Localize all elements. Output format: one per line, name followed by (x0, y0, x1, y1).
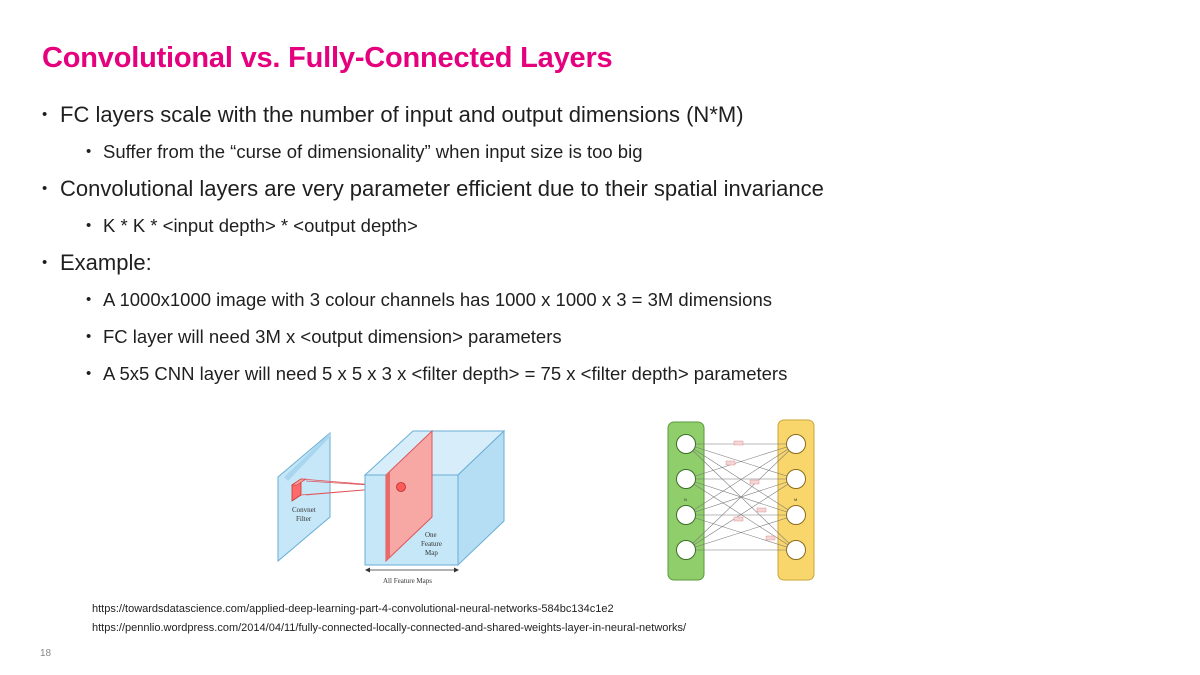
filter-label-2: Filter (296, 515, 312, 523)
slide-title: Convolutional vs. Fully-Connected Layers (42, 42, 613, 74)
bullet-dot: • (86, 143, 92, 160)
bullet-dot: • (86, 217, 92, 234)
bullet-text: A 5x5 CNN layer will need 5 x 5 x 3 x <f… (103, 363, 788, 384)
bullet-example: • Example: (42, 244, 1162, 281)
input-layer-label: N (684, 497, 687, 502)
references: https://towardsdatascience.com/applied-d… (92, 600, 686, 638)
filter-cube-top (291, 478, 307, 486)
weight-tag (733, 440, 744, 446)
input-neuron (676, 505, 696, 525)
bullet-dot: • (42, 180, 48, 197)
page-number: 18 (40, 648, 52, 659)
bullet-dot: • (86, 291, 92, 308)
connection (685, 514, 797, 551)
map-label-3: Map (425, 549, 438, 557)
reference-link[interactable]: https://pennlio.wordpress.com/2014/04/11… (92, 622, 687, 634)
connection (685, 478, 797, 551)
sub-bullet-formula: • K * K * <input depth> * <output depth> (42, 207, 1162, 244)
weight-tag (733, 516, 744, 522)
sub-bullet-curse: • Suffer from the “curse of dimensionali… (42, 133, 1162, 170)
sub-bullet-fc-params: • FC layer will need 3M x <output dimens… (42, 318, 1162, 355)
conv-diagram: Convnet Filter One Feature Map All Featu… (277, 429, 506, 585)
bullet-text: A 1000x1000 image with 3 colour channels… (103, 289, 772, 310)
bullet-dot: • (86, 328, 92, 345)
filter-label-1: Convnet (292, 506, 316, 514)
bullet-dot: • (86, 365, 92, 382)
bullet-text: Example: (60, 250, 152, 275)
input-neuron (676, 434, 696, 454)
reference-link[interactable]: https://towardsdatascience.com/applied-d… (92, 603, 614, 615)
bullet-text: Convolutional layers are very parameter … (60, 176, 824, 201)
bullet-text: FC layer will need 3M x <output dimensio… (103, 326, 562, 347)
bullet-list: • FC layers scale with the number of inp… (42, 96, 1162, 392)
output-neuron (786, 540, 806, 560)
sub-bullet-cnn-params: • A 5x5 CNN layer will need 5 x 5 x 3 x … (42, 355, 1162, 392)
bullet-text: Suffer from the “curse of dimensionality… (103, 141, 643, 162)
map-label-2: Feature (421, 540, 442, 548)
bullet-text: K * K * <input depth> * <output depth> (103, 215, 418, 236)
input-neurons (676, 434, 696, 560)
connection (685, 443, 797, 480)
span-arrow-right-head (454, 567, 459, 573)
output-neuron (786, 469, 806, 489)
connection (685, 443, 797, 516)
output-neuron (786, 505, 806, 525)
bullet-fc: • FC layers scale with the number of inp… (42, 96, 1162, 133)
span-label: All Feature Maps (383, 577, 432, 585)
output-layer-label: M (794, 497, 797, 502)
connection (685, 443, 797, 551)
output-neuron (786, 434, 806, 454)
sub-bullet-image-dims: • A 1000x1000 image with 3 colour channe… (42, 281, 1162, 318)
input-neuron (676, 540, 696, 560)
bullet-dot: • (42, 254, 48, 271)
feature-point (396, 482, 406, 492)
fc-diagram: N M (667, 419, 815, 581)
input-slab-front (277, 431, 331, 563)
feature-map-edge (386, 471, 390, 561)
weight-tag (765, 535, 776, 541)
input-slab-side (284, 433, 330, 481)
input-neuron (676, 469, 696, 489)
bullet-dot: • (42, 106, 48, 123)
output-layer (777, 419, 815, 581)
weight-tag (749, 479, 760, 485)
weight-tag (756, 507, 767, 513)
bullet-conv: • Convolutional layers are very paramete… (42, 170, 1162, 207)
bullet-text: FC layers scale with the number of input… (60, 102, 744, 127)
map-label-1: One (425, 531, 437, 539)
input-layer (667, 421, 705, 581)
span-arrow-left-head (365, 567, 370, 573)
weight-tags (725, 440, 776, 541)
output-neurons (786, 434, 806, 560)
connections (685, 443, 797, 551)
weight-tag (725, 460, 736, 466)
